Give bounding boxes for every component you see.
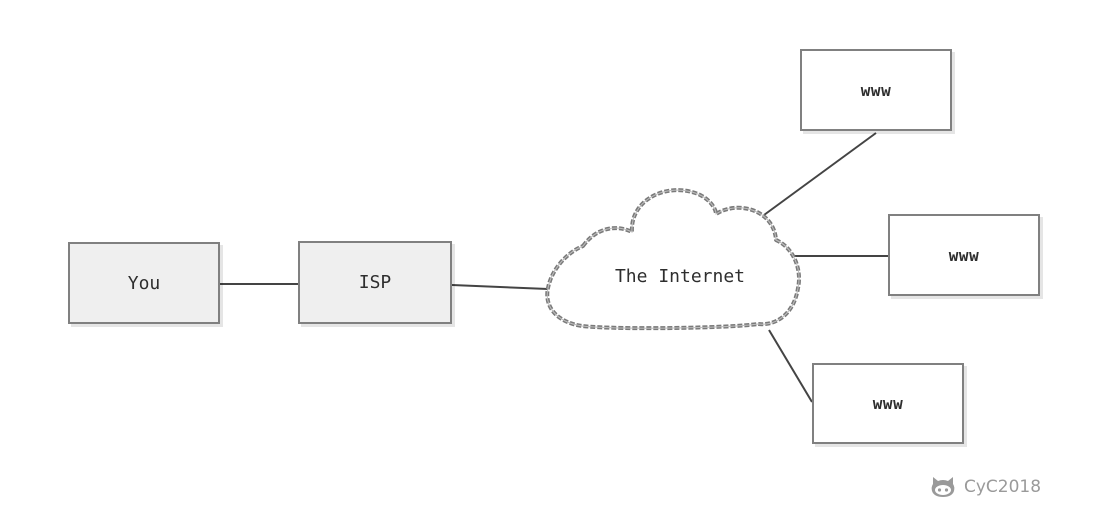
edge-isp-internet <box>451 284 549 290</box>
www-bottom-label: www <box>872 394 904 413</box>
www-top-label: www <box>860 80 892 100</box>
www-middle-label: www <box>948 245 980 265</box>
you-node: You <box>68 242 220 324</box>
internet-cloud-outline-inner <box>546 189 800 329</box>
www-node-top: www <box>800 49 952 131</box>
isp-node: ISP <box>298 241 452 324</box>
www-node-bottom: www <box>812 363 964 444</box>
internet-cloud-shape <box>545 188 801 331</box>
www-node-middle: www <box>888 214 1040 296</box>
github-octocat-icon <box>931 477 955 497</box>
you-label: You <box>127 272 161 294</box>
isp-label: ISP <box>358 272 392 293</box>
internet-label: The Internet <box>614 266 746 287</box>
edge-internet-www-bottom <box>768 329 813 403</box>
edge-internet-www-top <box>763 132 877 216</box>
watermark-text: CyC2018 <box>964 477 1042 497</box>
watermark: CyC2018 <box>930 476 1041 498</box>
